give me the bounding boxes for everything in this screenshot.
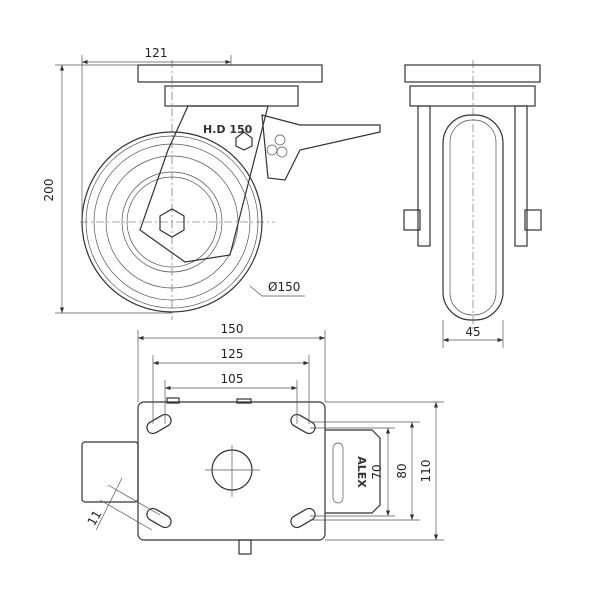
mounting-slots <box>146 413 316 529</box>
side-view: H.D 150 121 200 Ø150 <box>42 46 381 320</box>
dim-11: 11 <box>85 508 105 528</box>
dim-wheel-diameter: Ø150 <box>268 280 300 294</box>
dim-80: 80 <box>395 463 409 478</box>
front-view: 45 <box>403 60 542 348</box>
stem-block <box>81 441 139 503</box>
dim-110: 110 <box>419 460 433 483</box>
dim-150: 150 <box>221 322 244 336</box>
top-view: ALEX 150 125 105 70 80 110 <box>81 322 444 555</box>
dim-121: 121 <box>145 46 168 60</box>
brand-logo: ALEX <box>355 456 368 488</box>
fork-marking: H.D 150 <box>203 123 253 136</box>
brake-pedal <box>325 429 381 514</box>
dim-70: 70 <box>370 464 384 479</box>
fork <box>139 105 269 263</box>
top-plate <box>137 64 323 83</box>
dim-200: 200 <box>42 179 56 202</box>
swivel-head <box>164 85 299 107</box>
dim-45: 45 <box>465 325 480 339</box>
dim-105: 105 <box>221 372 244 386</box>
mounting-plate <box>137 401 326 541</box>
brake-lever <box>261 114 381 181</box>
dim-125: 125 <box>221 347 244 361</box>
fork-bolt <box>235 131 253 151</box>
